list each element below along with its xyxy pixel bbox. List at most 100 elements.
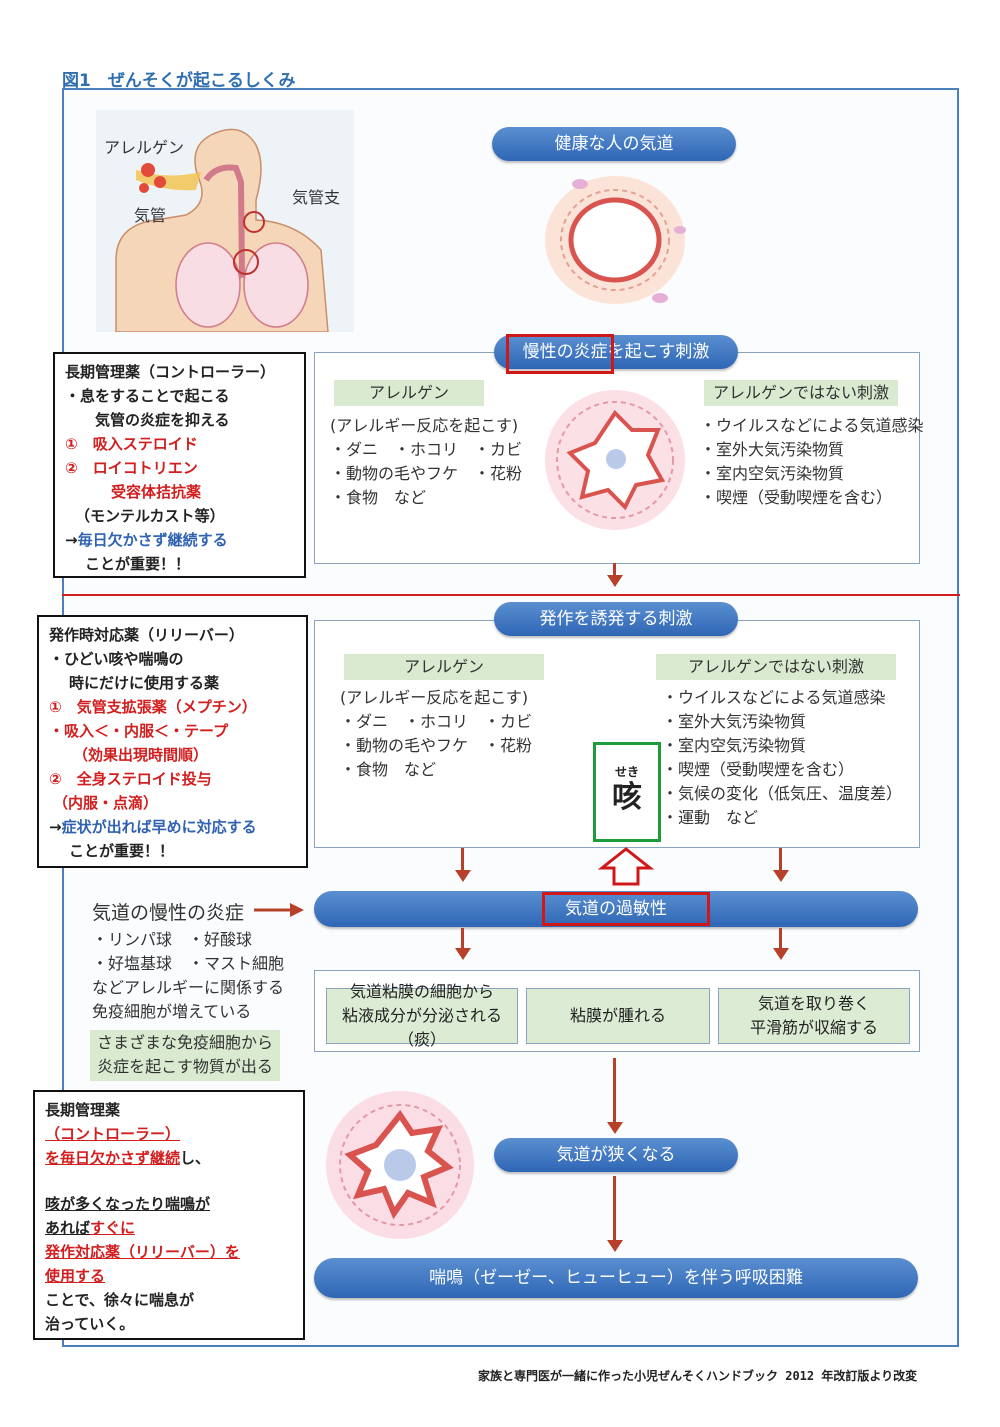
attack-allergen-label: アレルゲン <box>344 654 544 680</box>
list-item: ・喫煙（受動喫煙を含む） <box>700 488 893 507</box>
note-line: さまざまな免疫細胞から <box>96 1033 273 1052</box>
list-item: (アレルギー反応を起こす) <box>330 416 519 435</box>
advice-box: 長期管理薬 （コントローラー） を毎日欠かさず継続し、 咳が多くなったり喘鳴が … <box>33 1090 305 1340</box>
arrow-shaft <box>779 848 782 872</box>
arrow-head <box>607 575 623 587</box>
effect-mucus: 気道粘膜の細胞から 粘液成分が分泌される（痰） <box>326 982 518 1049</box>
controller-medication-box: 長期管理薬（コントローラー） ・息をすることで起こる 気管の炎症を抑える ① 吸… <box>53 352 306 578</box>
reliever-drug-2: ② 全身ステロイド投与 <box>49 770 212 788</box>
reliever-emphasis: 症状が出れば早めに対応する <box>61 818 257 836</box>
arrow-shaft <box>461 928 464 950</box>
source-citation: 家族と専門医が一緒に作った小児ぜんそくハンドブック 2012 年改訂版より改変 <box>478 1369 918 1383</box>
inflamed-airway-illustration <box>545 390 685 530</box>
list-item: ・ダニ ・ホコリ ・カビ <box>340 712 533 731</box>
reliever-drug-1: ① 気管支拡張薬（メプチン） <box>49 698 257 716</box>
anatomy-illustration <box>115 128 329 333</box>
attack-nonallergen-list: ・ウイルスなどによる気道感染 ・室外大気汚染物質 ・室内空気汚染物質 ・喫煙（受… <box>662 686 902 830</box>
advice-emphasis: を毎日欠かさず継続 <box>45 1149 181 1167</box>
effect-line: 気道を取り巻く <box>757 994 870 1013</box>
list-item: ・運動 など <box>662 808 759 827</box>
advice-emphasis: すぐに <box>90 1219 136 1237</box>
advice-line: （コントローラー） <box>45 1125 181 1143</box>
up-arrow-icon <box>598 847 654 886</box>
list-item: ・室外大気汚染物質 <box>700 440 845 459</box>
list-item: ・動物の毛やフケ ・花粉 <box>330 464 523 483</box>
list-item: ・リンパ球 ・好酸球 <box>92 930 253 949</box>
arrow-shaft <box>779 928 782 950</box>
controller-drug-2: ② ロイコトリエン <box>65 459 198 477</box>
effect-line: 粘液成分が分泌される（痰） <box>341 1006 502 1049</box>
controller-montelukast: （モンテルカスト <box>75 507 195 525</box>
list-item: ・室内空気汚染物質 <box>662 736 807 755</box>
cough-box: せき 咳 <box>593 742 661 842</box>
list-item: などアレルギーに関係する <box>92 978 285 997</box>
inflammation-title: 気道の慢性の炎症 <box>92 902 245 924</box>
list-item: ・動物の毛やフケ ・花粉 <box>340 736 533 755</box>
inflammation-note: さまざまな免疫細胞から 炎症を起こす物質が出る <box>90 1030 280 1081</box>
cough-kanji: 咳 <box>612 780 642 815</box>
reliever-routes: ・吸入＜・内服＜・テープ <box>49 722 229 740</box>
chronic-inflammation-highlight: 慢性の炎症 <box>522 342 608 362</box>
bronchus-label: 気管支 <box>292 188 341 207</box>
figure-title: 図1 ぜんそくが起こるしくみ <box>62 71 296 91</box>
advice-line: 長期管理薬 <box>45 1101 121 1119</box>
advice-emphasis: 発作対応薬（リリーバー）を <box>45 1243 240 1261</box>
reliever-title: 発作時対応薬（リリーバー） <box>49 626 244 644</box>
arrow-head <box>773 948 789 960</box>
effect-line: 気道粘膜の細胞から <box>349 982 494 1001</box>
trachea-label: 気管 <box>134 206 167 225</box>
arrow-head <box>607 1240 623 1252</box>
list-item: ・ダニ ・ホコリ ・カビ <box>330 440 523 459</box>
allergen-label: アレルゲン <box>104 138 185 157</box>
chronic-nonallergen-list: ・ウイルスなどによる気道感染 ・室外大気汚染物質 ・室内空気汚染物質 ・喫煙（受… <box>700 414 924 510</box>
chronic-stimuli-heading: 慢性の炎症を起こす刺激 <box>494 335 738 369</box>
list-item: 免疫細胞が増えている <box>92 1002 252 1021</box>
narrowed-airway-illustration <box>326 1091 474 1239</box>
list-item: ・室外大気汚染物質 <box>662 712 807 731</box>
chronic-nonallergen-label: アレルゲンではない刺激 <box>704 380 898 406</box>
arrow-shaft <box>613 1058 616 1124</box>
chronic-heading-rest: を起こす刺激 <box>607 342 710 362</box>
effect-contraction: 気道を取り巻く 平滑筋が収縮する <box>718 988 910 1044</box>
list-item: ・好塩基球 ・マスト細胞 <box>92 954 285 973</box>
controller-etc: 等） <box>194 507 225 525</box>
list-item: ・食物 など <box>330 488 427 507</box>
attack-nonallergen-label: アレルゲンではない刺激 <box>656 654 896 680</box>
right-arrow-icon <box>254 903 304 917</box>
reliever-order: （効果出現時間順） <box>73 746 209 764</box>
airway-narrowing-heading: 気道が狭くなる <box>494 1138 738 1172</box>
arrow-shaft <box>613 1176 616 1242</box>
controller-emphasis: 毎日欠かさず継続する <box>77 531 228 549</box>
chronic-allergen-label: アレルゲン <box>334 380 484 406</box>
cough-furigana: せき <box>614 765 639 779</box>
hyperresponsiveness-bar: 気道の過敏性 <box>314 891 918 927</box>
controller-drug-1: ① 吸入ステロイド <box>65 435 198 453</box>
attack-allergen-list: (アレルギー反応を起こす) ・ダニ ・ホコリ ・カビ ・動物の毛やフケ ・花粉 … <box>340 686 532 782</box>
list-item: (アレルギー反応を起こす) <box>340 688 529 707</box>
wheezing-heading: 喘鳴（ゼーゼー、ヒューヒュー）を伴う呼吸困難 <box>314 1258 918 1298</box>
note-line: 炎症を起こす物質が出る <box>97 1057 273 1076</box>
list-item: ・ウイルスなどによる気道感染 <box>700 416 924 435</box>
healthy-airway-heading: 健康な人の気道 <box>492 127 736 161</box>
controller-title: 長期管理薬（コントローラー） <box>65 363 276 381</box>
controller-line: 気管の炎症を抑える <box>95 411 230 429</box>
arrow-glyph: → <box>65 531 78 549</box>
effect-line: 粘膜が腫れる <box>569 1006 666 1025</box>
chronic-allergen-list: (アレルギー反応を起こす) ・ダニ ・ホコリ ・カビ ・動物の毛やフケ ・花粉 … <box>330 414 522 510</box>
controller-line: ・息をすることで起こる <box>65 387 230 405</box>
reliever-line: 時にだけに使用する薬 <box>69 674 220 692</box>
list-item: ・気候の変化（低気圧、温度差） <box>662 784 903 803</box>
list-item: ・室内空気汚染物質 <box>700 464 845 483</box>
list-item: ・ウイルスなどによる気道感染 <box>662 688 886 707</box>
reliever-routes-2: （内服・点滴） <box>53 794 159 812</box>
arrow-glyph: → <box>49 818 62 836</box>
hyper-highlight-box <box>542 892 710 926</box>
arrow-shaft <box>461 848 464 872</box>
chronic-highlight-box <box>506 334 614 374</box>
advice-line: し、 <box>180 1149 211 1167</box>
advice-line: 治っていく。 <box>45 1315 135 1333</box>
arrow-shaft <box>613 563 616 577</box>
reliever-line: ・ひどい咳や喘鳴の <box>49 650 184 668</box>
advice-line: あれば <box>45 1219 91 1237</box>
reliever-line: ことが重要！！ <box>69 842 175 860</box>
